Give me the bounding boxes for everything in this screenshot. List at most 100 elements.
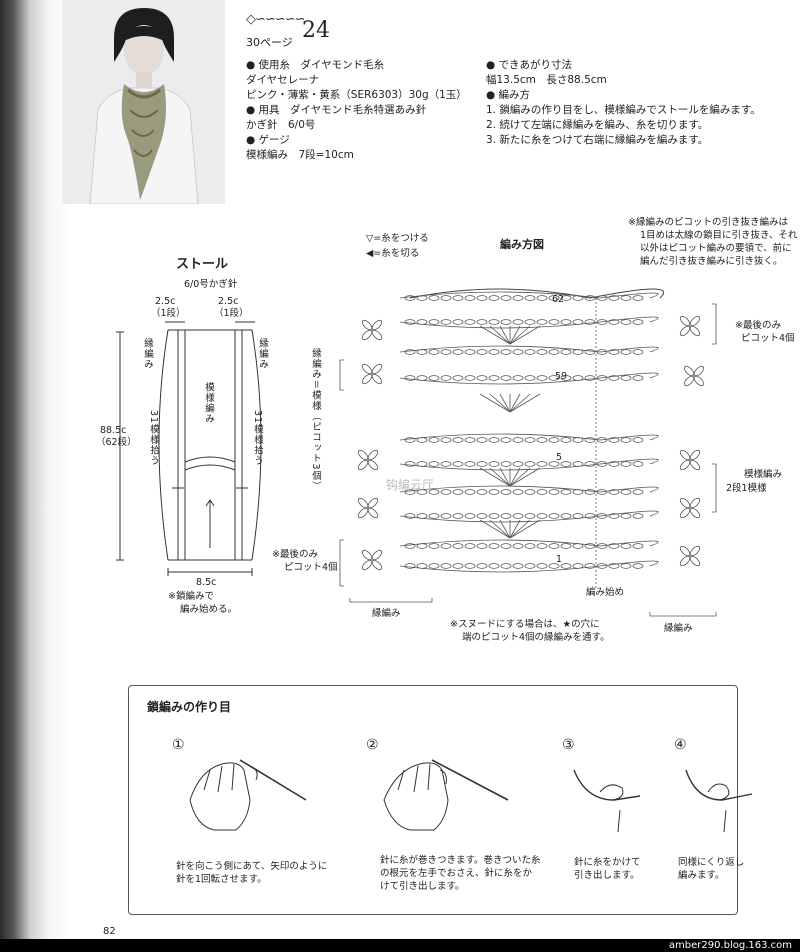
last-only-left-2: ピコット4個 [284, 562, 338, 573]
picot [683, 375, 695, 387]
chain-stitch [476, 349, 488, 355]
chain-stitch [608, 349, 620, 355]
chain-stitch [572, 543, 584, 549]
chain-stitch [476, 437, 488, 443]
chain-stitch [536, 461, 548, 467]
method-step-2: 2. 続けて左端に縁編みを編み、糸を切ります。 [486, 119, 709, 131]
picot [367, 497, 379, 509]
diagram-title: 編み方図 [500, 238, 544, 251]
stole-note-1: ※鎖編みで [168, 591, 214, 602]
chain-stitch [452, 437, 464, 443]
chain-stitch [584, 437, 596, 443]
picot [689, 497, 701, 509]
chain-stitch [596, 375, 608, 381]
chain-stitch [632, 461, 644, 467]
fan-stitch [489, 467, 511, 487]
right-bracket-1: 模様編み [744, 469, 783, 480]
chain-stitch [500, 563, 512, 569]
chain-stitch [620, 513, 632, 519]
chain-stitch [464, 295, 476, 301]
chain-stitch [560, 437, 572, 443]
header-ornament: ◇∽∽∽∽∽ [246, 12, 305, 27]
footer-bar [0, 939, 800, 952]
chain-stitch [620, 563, 632, 569]
chain-stitch [572, 461, 584, 467]
chain-stitch [596, 563, 608, 569]
stole-title: ストール [176, 257, 229, 272]
yarn-color: ピンク・薄紫・黄系（SER6303）30g（1玉） [246, 89, 467, 101]
chain-stitch [536, 563, 548, 569]
chain-stitch [500, 437, 512, 443]
row-62: 62 [552, 294, 565, 305]
chain-stitch [608, 543, 620, 549]
chain-stitch [632, 489, 644, 495]
chain-stitch [560, 563, 572, 569]
stole-body-label: 模様編み [203, 382, 214, 424]
chain-stitch [428, 543, 440, 549]
model-photo [62, 0, 225, 204]
snood-note-1: ※スヌードにする場合は、★の穴に [450, 619, 600, 630]
chain-stitch [560, 295, 572, 301]
chain-stitch [524, 437, 536, 443]
chain-stitch [620, 319, 632, 325]
pattern-number: 24 [302, 18, 330, 43]
chain-stitch [428, 349, 440, 355]
chain-stitch [464, 319, 476, 325]
step-2-line-1: 針に糸が巻きつきます。巻きついた糸 [380, 855, 541, 866]
chain-stitch [584, 349, 596, 355]
chain-stitch [416, 375, 428, 381]
step-2-number: ② [366, 737, 379, 753]
step-1-line-1: 針を向こう側にあて、矢印のように [176, 861, 328, 872]
chain-stitch [632, 543, 644, 549]
chain-stitch [488, 489, 500, 495]
chain-stitch [524, 563, 536, 569]
picot [689, 545, 701, 557]
footer-url: amber290.blog.163.com [668, 940, 792, 951]
chain-stitch [452, 461, 464, 467]
chain-stitch [404, 349, 416, 355]
stole-pickup-left: 31模様拾う [148, 410, 159, 467]
foundation-chain-box [128, 685, 738, 915]
chain-stitch [536, 489, 548, 495]
chain-stitch [524, 375, 536, 381]
row-59: 59 [555, 371, 568, 382]
stole-hook: 6/0号かぎ針 [184, 279, 238, 290]
reference-page: 30ページ [246, 36, 293, 49]
fan-stitch [509, 393, 541, 413]
chain-stitch [512, 437, 524, 443]
picot [689, 325, 701, 337]
chain-stitch [632, 349, 644, 355]
chain-stitch [524, 461, 536, 467]
chain-stitch [452, 319, 464, 325]
step-1-line-2: 針を1回転させます。 [176, 874, 267, 885]
picot [357, 507, 369, 519]
stole-width: 8.5c [196, 577, 217, 588]
chain-stitch [608, 375, 620, 381]
chain-stitch [620, 461, 632, 467]
chain-stitch [440, 295, 452, 301]
chain-stitch [548, 295, 560, 301]
chain-stitch [596, 513, 608, 519]
chain-stitch [440, 349, 452, 355]
left-bracket-label: 縁編み＝模様（ピコット3個） [310, 348, 321, 492]
row-5: 5 [556, 452, 563, 463]
fan-stitch [509, 519, 521, 539]
fan-stitch [499, 325, 511, 345]
hook-size: かぎ針 6/0号 [246, 119, 316, 131]
picot [371, 373, 383, 385]
chain-stitch [512, 513, 524, 519]
fan-stitch [509, 393, 531, 413]
foundation-title: 鎖編みの作り目 [147, 700, 232, 714]
picot [689, 459, 701, 471]
chain-stitch [596, 349, 608, 355]
chain-stitch [632, 563, 644, 569]
picot [371, 549, 383, 561]
bottom-bracket-left [349, 598, 433, 603]
method-label: ● 編み方 [486, 89, 530, 101]
right-bracket-mid [712, 463, 717, 513]
chain-stitch [428, 513, 440, 519]
step-4-line-2: 編みます。 [678, 870, 725, 881]
chain-stitch [584, 513, 596, 519]
chain-stitch [620, 349, 632, 355]
